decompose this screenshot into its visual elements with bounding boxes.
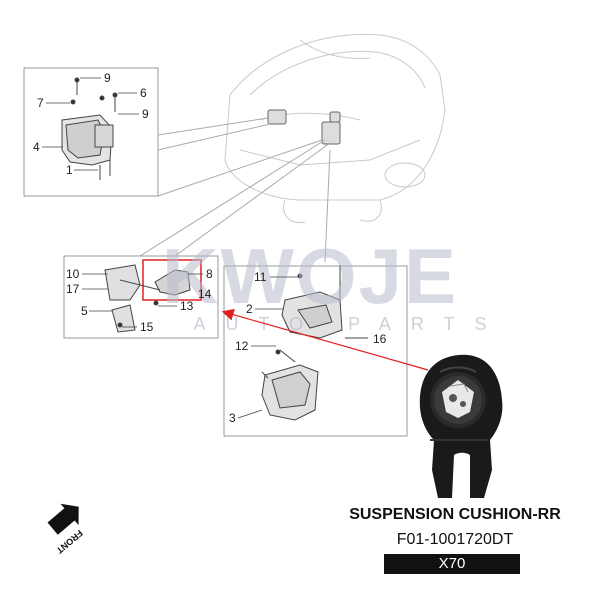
front-arrow-icon	[47, 503, 79, 535]
callout-14: 14	[198, 287, 212, 301]
callout-9b: 9	[142, 107, 149, 121]
detail-box-rear-mount	[63, 255, 219, 339]
callout-10: 10	[66, 267, 80, 281]
detail-box-front-mount	[23, 67, 159, 197]
product-name: SUSPENSION CUSHION-RR	[349, 506, 561, 523]
watermark-brand: KWOJE	[162, 232, 458, 320]
callout-15: 15	[140, 320, 154, 334]
lower-mount-drawing	[261, 265, 368, 421]
callout-7: 7	[37, 96, 44, 110]
callout-9a: 9	[104, 71, 111, 85]
callout-13: 13	[180, 299, 194, 313]
callout-8: 8	[206, 267, 213, 281]
part-number: F01-1001720DT	[396, 531, 514, 548]
product-photo	[419, 354, 503, 498]
watermark-sub: AUTO PARTS	[193, 314, 506, 334]
model-badge: X70	[384, 554, 520, 574]
callout-11: 11	[254, 270, 267, 284]
front-direction-indicator: FRONT	[47, 503, 85, 556]
highlight-arrow	[221, 308, 429, 371]
front-mount-drawing	[61, 77, 118, 180]
callout-16: 16	[373, 332, 387, 346]
callout-6: 6	[140, 86, 147, 100]
detail-box-lower-mount	[223, 265, 408, 437]
engine-bay-parts	[267, 109, 341, 145]
callout-12: 12	[235, 339, 249, 353]
callouts: 9 7 6 9 4 1 10 17 8 14 13 5 15 11 2 16 1…	[33, 71, 387, 425]
callout-5: 5	[81, 304, 88, 318]
callout-3: 3	[229, 411, 236, 425]
callout-2: 2	[246, 302, 253, 316]
highlight-box	[142, 259, 202, 301]
rear-mount-drawing	[104, 264, 191, 333]
callout-17: 17	[66, 282, 80, 296]
callout-4: 4	[33, 140, 40, 154]
callout-1: 1	[66, 163, 73, 177]
leader-lines	[139, 117, 331, 263]
